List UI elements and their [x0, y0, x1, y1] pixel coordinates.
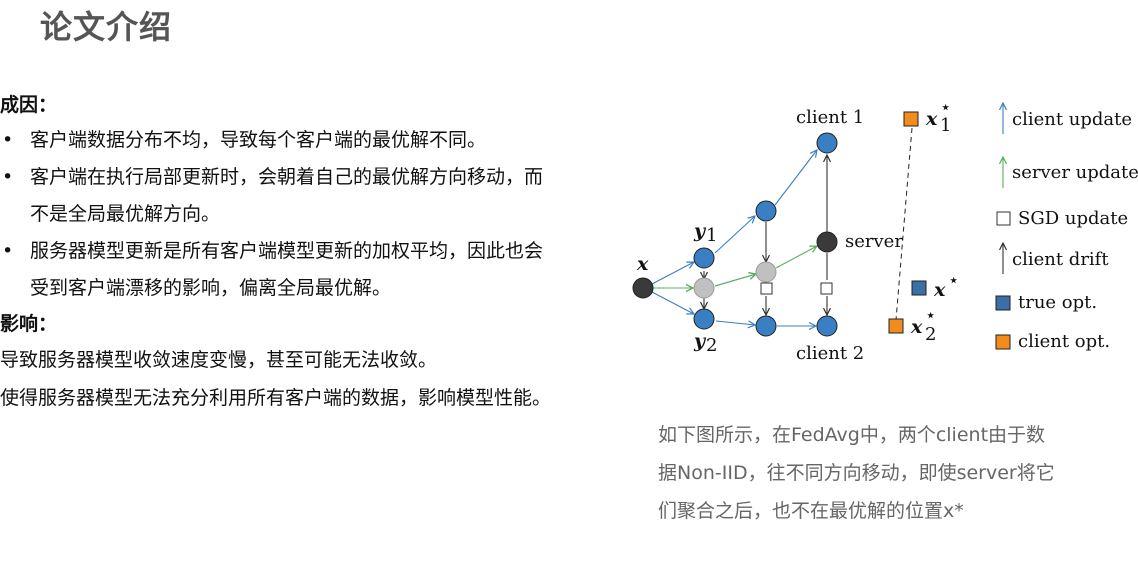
causes-heading: 成因：: [0, 94, 58, 116]
x-label: x: [636, 253, 649, 275]
y2-subscript: 2: [706, 335, 717, 356]
y1-label: y: [693, 220, 707, 242]
server-update-edges: [653, 246, 817, 288]
client2-label: client 2: [796, 343, 864, 364]
legend-client-drift: client drift: [1012, 249, 1109, 270]
optima-dashed-line: [895, 127, 913, 321]
cause-2-line-1: 客户端在执行局部更新时，会朝着自己的最优解方向移动，而: [30, 166, 544, 188]
legend-server-update: server update: [1012, 162, 1138, 183]
bullet-dot: •: [2, 129, 14, 151]
x2-star-sub: 2: [925, 324, 936, 345]
node-client1: [816, 132, 838, 154]
cause-bullet-2: • 客户端在执行局部更新时，会朝着自己的最优解方向移动，而 不是全局最优解方向。: [0, 159, 620, 233]
impact-line-2: 使得服务器模型无法充分利用所有客户端的数据，影响模型性能。: [0, 387, 552, 409]
legend-true-opt: true opt.: [1018, 292, 1097, 313]
bullet-dot: •: [2, 240, 14, 262]
sgd-square: [820, 282, 833, 295]
x-star-sup: ⋆: [948, 270, 959, 291]
caption-line-3: 们聚合之后，也不在最优解的位置x*: [658, 500, 964, 522]
cause-3-line-2: 受到客户端漂移的影响，偏离全局最优解。: [30, 277, 392, 299]
cause-bullet-3: • 服务器模型更新是所有客户端模型更新的加权平均，因此也会 受到客户端漂移的影响…: [0, 233, 620, 307]
caption-line-1: 如下图所示，在FedAvg中，两个client由于数: [658, 424, 1046, 446]
node-x: [632, 277, 654, 299]
node-gray-2: [755, 261, 777, 283]
cause-1-line-1: 客户端数据分布不均，导致每个客户端的最优解不同。: [30, 129, 487, 151]
server-label: server: [845, 231, 903, 252]
sgd-square: [760, 282, 773, 295]
impact-line-1: 导致服务器模型收敛速度变慢，甚至可能无法收敛。: [0, 349, 438, 371]
true-opt-legend-icon: [995, 295, 1011, 311]
bullet-dot: •: [2, 166, 14, 188]
node-y2: [693, 308, 715, 330]
cause-2-line-2: 不是全局最优解方向。: [30, 203, 221, 225]
client-drift-edges: [704, 155, 827, 315]
y1-subscript: 1: [706, 225, 717, 246]
client1-label: client 1: [796, 107, 864, 128]
x-star-square: [911, 280, 927, 296]
x2-star-sup: ⋆: [925, 305, 936, 326]
diagram-caption: 如下图所示，在FedAvg中，两个client由于数 据Non-IID，往不同方…: [658, 416, 1118, 530]
page-title: 论文介绍: [40, 8, 173, 46]
node-client2: [816, 315, 838, 337]
x1-star-square: [903, 111, 919, 127]
cause-3-line-1: 服务器模型更新是所有客户端模型更新的加权平均，因此也会: [30, 240, 544, 262]
x2-star-square: [888, 318, 904, 334]
impact-heading: 影响：: [0, 313, 58, 335]
node-client1-step1: [755, 200, 777, 222]
x-star-label: x: [933, 279, 946, 301]
x1-star-sub: 1: [940, 115, 951, 136]
legend-sgd-update: SGD update: [1018, 208, 1128, 229]
cause-bullet-1: • 客户端数据分布不均，导致每个客户端的最优解不同。: [0, 122, 620, 159]
legend-client-opt: client opt.: [1018, 331, 1110, 352]
left-text-panel: 成因： • 客户端数据分布不均，导致每个客户端的最优解不同。 • 客户端在执行局…: [0, 88, 620, 417]
legend: client update server update SGD update c…: [995, 103, 1138, 352]
y2-label: y: [693, 330, 707, 352]
legend-client-update: client update: [1012, 109, 1132, 130]
sgd-legend-icon: [996, 211, 1011, 226]
client-update-edges: [651, 150, 817, 326]
node-server: [816, 231, 838, 253]
node-gray-1: [693, 277, 715, 299]
x1-star-sup: ⋆: [940, 97, 951, 118]
caption-line-2: 据Non-IID，往不同方向移动，即使server将它: [658, 462, 1055, 484]
x1-star-label: x: [925, 108, 938, 130]
node-y1: [693, 247, 715, 269]
client-opt-legend-icon: [995, 334, 1011, 350]
node-client2-step1: [755, 315, 777, 337]
x2-star-label: x: [910, 316, 923, 338]
